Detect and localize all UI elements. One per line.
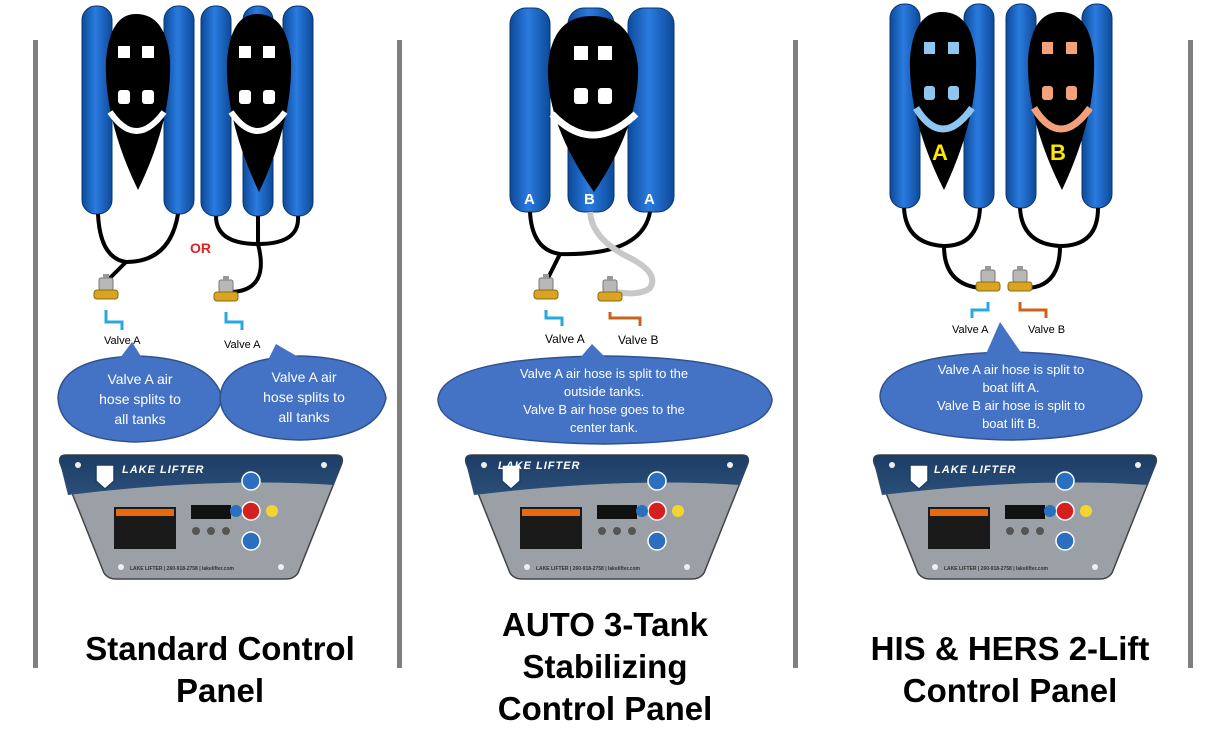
panel-brand-hishers: LAKE LIFTER xyxy=(934,464,1017,476)
panel-brand-standard: LAKE LIFTER xyxy=(122,464,205,476)
callout-standard-left: Valve A air hose splits to all tanks xyxy=(99,371,181,427)
callout-hishers: Valve A air hose is split to boat lift A… xyxy=(937,362,1085,431)
valve-a-label-auto: Valve A xyxy=(545,332,585,346)
callout-auto: Valve A air hose is split to the outside… xyxy=(519,366,689,435)
valve-a-label-hishers: Valve A xyxy=(952,324,989,336)
or-label: OR xyxy=(190,240,211,256)
divider-1 xyxy=(397,40,402,668)
divider-2 xyxy=(793,40,798,668)
hishers-tanks-group xyxy=(872,3,1158,580)
boat-letter-a: A xyxy=(932,140,948,165)
tank-letter-left: A xyxy=(524,191,535,208)
title-hishers: HIS & HERS 2-Lift Control Panel xyxy=(870,630,1150,709)
divider-left-edge xyxy=(33,40,38,668)
auto-tanks-group xyxy=(437,7,773,580)
title-auto: AUTO 3-Tank Stabilizing Control Panel xyxy=(497,606,713,727)
callout-standard-right: Valve A air hose splits to all tanks xyxy=(263,369,345,425)
panel-footer-auto: LAKE LIFTER | 260-918-2758 | lakelifter.… xyxy=(536,566,640,572)
valve-b-label-auto: Valve B xyxy=(618,333,659,347)
valve-a-label-right: Valve A xyxy=(224,339,261,351)
panel-footer-standard: LAKE LIFTER | 260-918-2758 | lakelifter.… xyxy=(130,566,234,572)
panel-footer-hishers: LAKE LIFTER | 260-918-2758 | lakelifter.… xyxy=(944,566,1048,572)
panel-brand-auto: LAKE LIFTER xyxy=(498,460,581,472)
tank-letter-center: B xyxy=(584,191,595,208)
standard-tanks-group xyxy=(57,5,387,580)
valve-b-label-hishers: Valve B xyxy=(1028,324,1066,336)
title-standard: Standard Control Panel xyxy=(85,630,355,709)
valve-a-label-left: Valve A xyxy=(104,335,141,347)
tank-letter-right: A xyxy=(644,191,655,208)
divider-right-edge xyxy=(1188,40,1193,668)
boat-letter-b: B xyxy=(1050,140,1066,165)
